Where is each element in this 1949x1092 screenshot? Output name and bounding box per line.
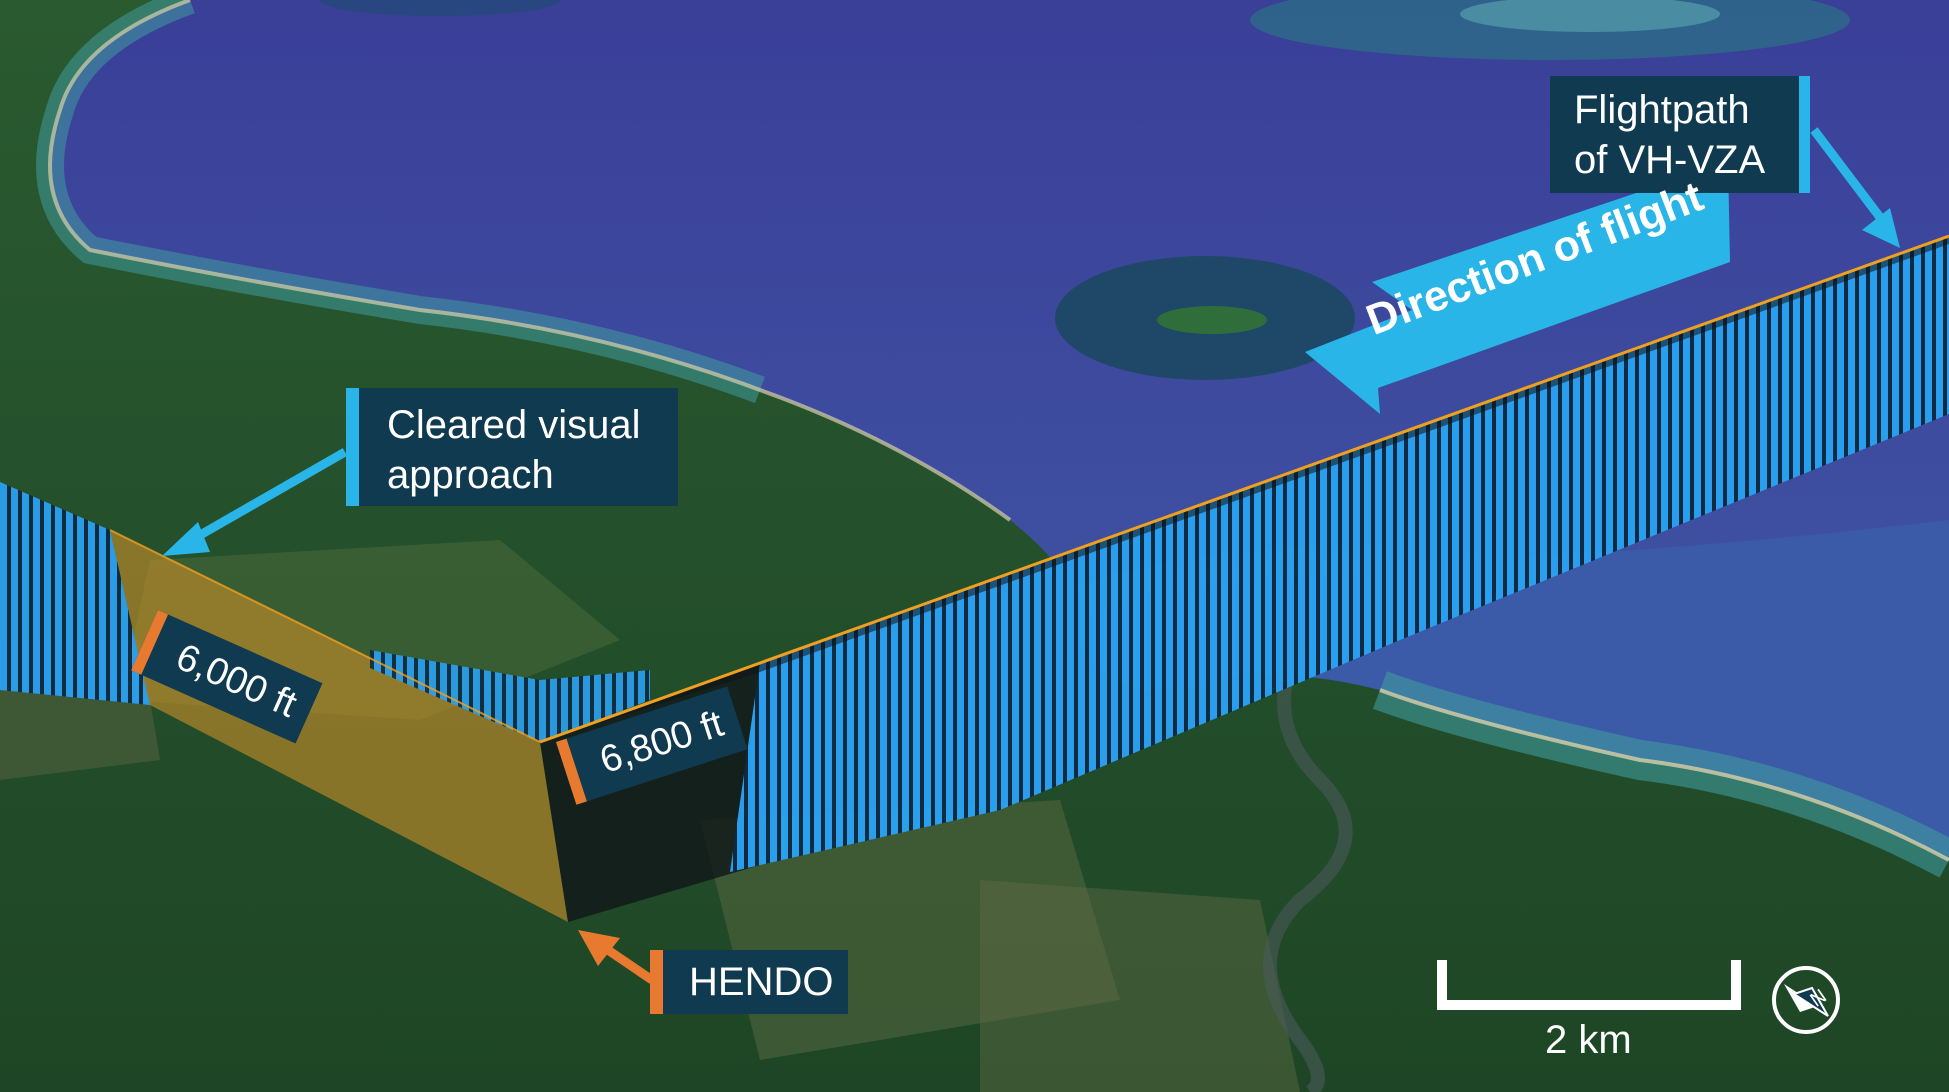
hendo-waypoint-callout: HENDO [650,950,848,1014]
cleared-label-line2: approach [387,453,554,497]
cleared-pointer [162,522,210,556]
flightpath-pointer [1862,208,1900,248]
compass-north-icon: N [1772,966,1840,1034]
hendo-pointer [578,930,620,966]
approach-segment-shade [110,530,568,922]
cleared-label-line1: Cleared visual [387,403,641,447]
flightpath-curtain-main [730,236,1949,872]
flightpath-curtain-west [0,482,150,705]
scale-bar [1437,960,1741,1010]
flightpath-label-line2: of VH-VZA [1574,138,1766,182]
flightpath-label-line1: Flightpath [1574,88,1750,132]
hendo-label: HENDO [689,960,834,1004]
direction-arrow [1305,162,1730,414]
scale-bar-label: 2 km [1545,1018,1632,1062]
river [1263,636,1353,1092]
cleared-visual-approach-callout: Cleared visual approach [346,388,678,506]
flightpath-callout: Flightpath of VH-VZA [1550,76,1810,193]
